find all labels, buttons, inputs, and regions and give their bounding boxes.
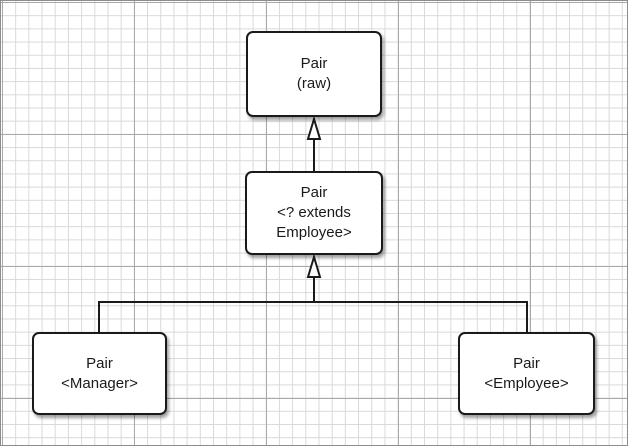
node-manager-line1: Pair bbox=[86, 354, 113, 372]
node-pair-raw: Pair (raw) bbox=[246, 31, 382, 117]
node-wildcard-line3: Employee> bbox=[276, 224, 352, 241]
node-pair-manager: Pair <Manager> bbox=[32, 332, 167, 415]
node-manager-line2: <Manager> bbox=[61, 374, 138, 392]
inheritance-arrowhead-wildcard bbox=[306, 253, 322, 278]
edge-branch-bar bbox=[98, 301, 528, 332]
node-raw-line1: Pair bbox=[300, 55, 328, 72]
node-pair-employee: Pair <Employee> bbox=[458, 332, 595, 415]
node-pair-extends-employee: Pair <? extends Employee> bbox=[245, 171, 383, 255]
node-employee-line1: Pair bbox=[513, 354, 540, 372]
node-wildcard-line1: Pair bbox=[300, 184, 328, 201]
node-wildcard-line2: <? extends bbox=[277, 204, 351, 221]
node-employee-line2: <Employee> bbox=[484, 374, 569, 392]
inheritance-arrowhead-raw bbox=[306, 115, 322, 140]
node-raw-line2: (raw) bbox=[296, 75, 332, 92]
